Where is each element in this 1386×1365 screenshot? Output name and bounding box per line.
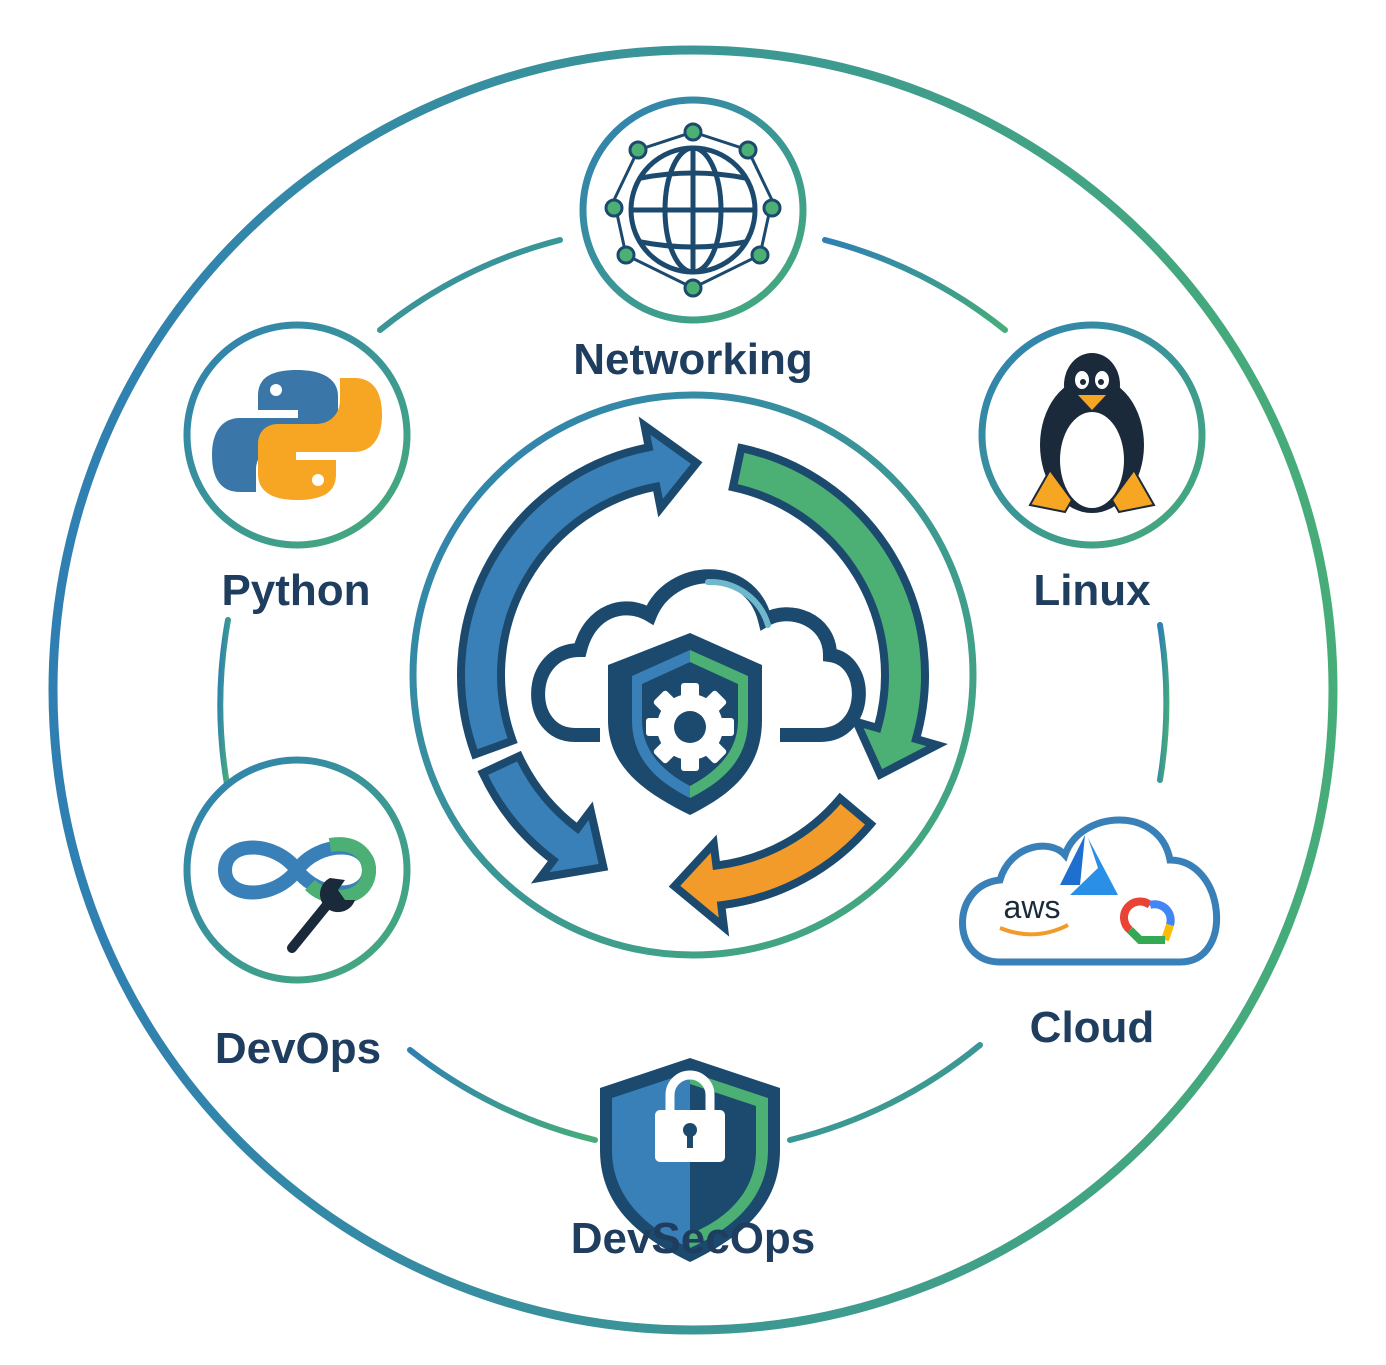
azure-logo-icon [1060, 835, 1118, 895]
connector-ring [217, 237, 1170, 1143]
google-cloud-logo-icon [1120, 897, 1175, 944]
cloud-label: Cloud [1030, 1003, 1155, 1052]
devops-label: DevOps [215, 1024, 381, 1073]
cloud-node: aws [959, 816, 1221, 966]
lock-icon [655, 1070, 725, 1162]
infinity-wrench-icon [217, 837, 377, 953]
arrow-orange-bottom-icon [668, 792, 877, 937]
python-logo-icon [212, 370, 382, 500]
linux-penguin-icon [1028, 353, 1156, 514]
center-cloud-icon [531, 569, 866, 742]
devsecops-label: DevSecOps [571, 1214, 816, 1263]
python-label: Python [221, 566, 370, 615]
cycle-arrows [457, 416, 948, 937]
arrow-green-right-icon [728, 443, 948, 781]
linux-label: Linux [1033, 566, 1151, 615]
inner-ring [409, 391, 977, 959]
outer-ring [48, 45, 1338, 1335]
devops-node [183, 756, 411, 984]
networking-label: Networking [573, 335, 813, 384]
python-node [183, 321, 411, 549]
networking-node [579, 96, 807, 324]
linux-node [978, 321, 1206, 549]
arrow-blue-top-icon [457, 416, 703, 760]
aws-logo: aws [1004, 889, 1061, 925]
aws-smile-icon [999, 923, 1069, 937]
center-gear-icon [646, 683, 734, 771]
arrow-blue-left-icon [477, 750, 609, 884]
